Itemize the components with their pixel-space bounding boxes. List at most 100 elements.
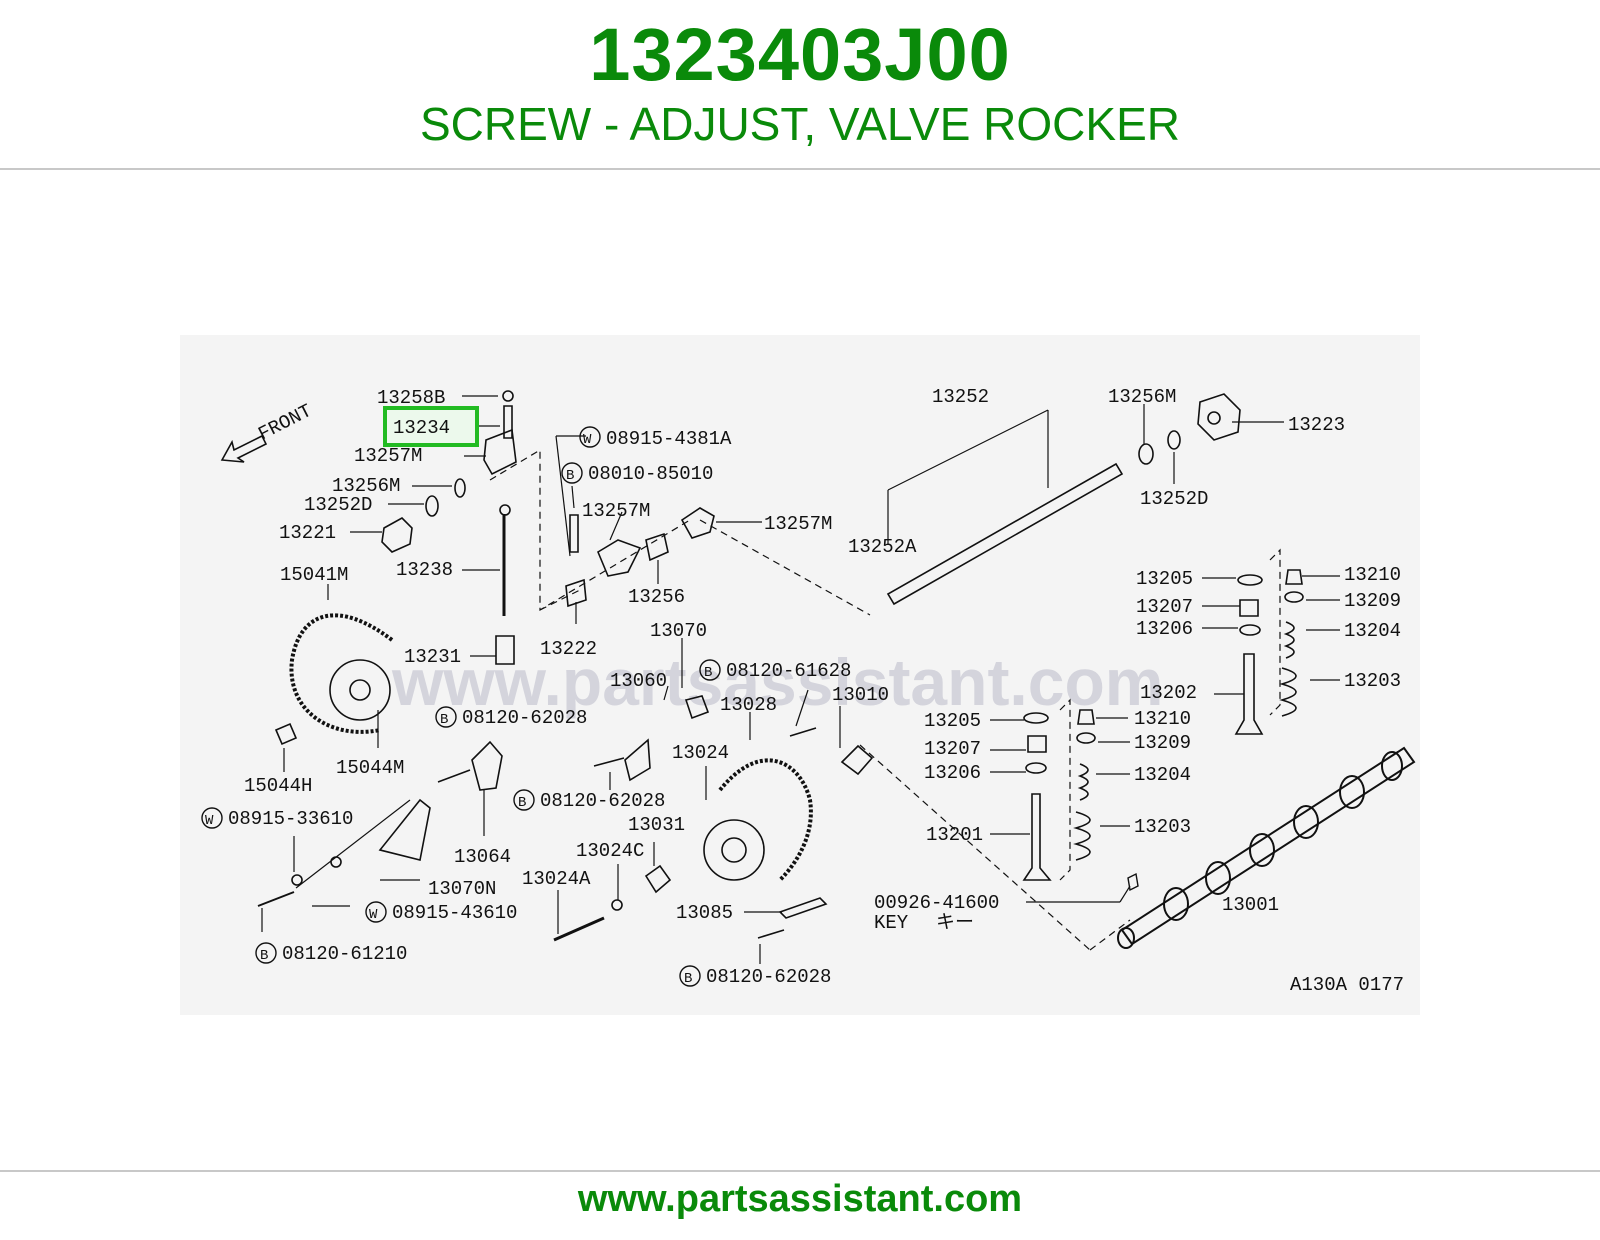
part-label-13221[interactable]: 13221 [279, 522, 336, 544]
part-label-13252[interactable]: 13252 [932, 386, 989, 408]
leader-line [295, 799, 411, 889]
washer-icon [611, 899, 623, 911]
part-label-08915-33610[interactable]: 08915-33610 [228, 808, 353, 830]
thrust-plate-icon [840, 744, 874, 776]
highlighted-part-box [383, 406, 479, 447]
outer-spring-icon [1073, 811, 1091, 861]
part-label-13238[interactable]: 13238 [396, 559, 453, 581]
part-label-13028[interactable]: 13028 [720, 694, 777, 716]
part-label-13206[interactable]: 13206 [1136, 618, 1193, 640]
part-label-15041M[interactable]: 15041M [280, 564, 348, 586]
part-label-13209[interactable]: 13209 [1134, 732, 1191, 754]
part-label-13223[interactable]: 13223 [1288, 414, 1345, 436]
part-label-13252A[interactable]: 13252A [848, 536, 917, 558]
part-label-13070[interactable]: 13070 [650, 620, 707, 642]
part-label-13210[interactable]: 13210 [1344, 564, 1401, 586]
part-label-13024[interactable]: 13024 [672, 742, 729, 764]
part-label-15044H[interactable]: 15044H [244, 775, 312, 797]
valve-stem-seal-icon [1027, 735, 1047, 753]
washer-icon [425, 495, 439, 517]
bolt-symbol-icon: B [435, 706, 457, 728]
sprocket-hub-icon [349, 679, 371, 701]
part-label-13257M[interactable]: 13257M [354, 445, 422, 467]
valve-spring-seat-icon [1025, 762, 1047, 774]
valve-collet-icon [1077, 709, 1095, 725]
part-label-08915-43610[interactable]: 08915-43610 [392, 902, 517, 924]
svg-text:B: B [704, 665, 712, 681]
part-label-13031[interactable]: 13031 [628, 814, 685, 836]
spring-washer-icon [454, 478, 466, 498]
part-label-13257M[interactable]: 13257M [764, 513, 832, 535]
part-label-13204[interactable]: 13204 [1344, 620, 1401, 642]
part-label-13231[interactable]: 13231 [404, 646, 461, 668]
part-label-13010[interactable]: 13010 [832, 684, 889, 706]
part-label-13203[interactable]: 13203 [1344, 670, 1401, 692]
part-label-08120-62028[interactable]: 08120-62028 [462, 707, 587, 729]
part-label-08120-61628[interactable]: 08120-61628 [726, 660, 851, 682]
part-label-13258B[interactable]: 13258B [377, 387, 445, 409]
timing-chain-icon [289, 613, 394, 734]
adjust-screw-icon [503, 405, 513, 439]
part-label-13024A[interactable]: 13024A [522, 868, 591, 890]
tensioner-icon [684, 695, 710, 720]
part-label-15044M[interactable]: 15044M [336, 757, 404, 779]
footer-website-link[interactable]: www.partsassistant.com [577, 1178, 1023, 1220]
bolt-symbol-icon: B [679, 965, 701, 987]
part-label-13064[interactable]: 13064 [454, 846, 511, 868]
part-label-13201[interactable]: 13201 [926, 824, 983, 846]
tensioner-icon [471, 740, 503, 791]
part-label-13070N[interactable]: 13070N [428, 878, 496, 900]
part-label-08120-61210[interactable]: 08120-61210 [282, 943, 407, 965]
part-label-13001[interactable]: 13001 [1222, 894, 1279, 916]
rocker-arm-icon [483, 428, 517, 476]
diagram-reference-code: A130A 0177 [1290, 974, 1404, 996]
camshaft-icon [1117, 746, 1416, 949]
rocker-arm-icon [680, 507, 715, 539]
washer-icon [291, 874, 303, 886]
part-label-13207[interactable]: 13207 [924, 738, 981, 760]
part-label-08120-62028[interactable]: 08120-62028 [706, 966, 831, 988]
inner-spring-icon [1077, 763, 1089, 801]
exhaust-valve-icon [1234, 653, 1264, 735]
rocker-bracket-icon [565, 578, 587, 608]
washer-symbol-icon: W [579, 426, 601, 448]
bolt-icon [789, 727, 817, 737]
part-label-13209[interactable]: 13209 [1344, 590, 1401, 612]
timing-chain-icon [718, 758, 813, 882]
push-rod-tip-icon [499, 504, 511, 516]
part-label-13207[interactable]: 13207 [1136, 596, 1193, 618]
part-label-13256M[interactable]: 13256M [332, 475, 400, 497]
chain-slack-guide-icon [778, 897, 828, 919]
part-description: SCREW - ADJUST, VALVE ROCKER [420, 98, 1180, 150]
part-label-13252D[interactable]: 13252D [1140, 488, 1208, 510]
part-label-13222[interactable]: 13222 [540, 638, 597, 660]
part-label-13203[interactable]: 13203 [1134, 816, 1191, 838]
part-label-13256[interactable]: 13256 [628, 586, 685, 608]
part-label-13234-highlighted[interactable]: 13234 [393, 417, 450, 439]
spring-icon [645, 532, 669, 562]
part-label-13256M[interactable]: 13256M [1108, 386, 1176, 408]
part-label-13257M[interactable]: 13257M [582, 500, 650, 522]
part-label-00926-41600[interactable]: 00926-41600 [874, 892, 999, 914]
washer-symbol-icon: W [201, 807, 223, 829]
part-label-13202[interactable]: 13202 [1140, 682, 1197, 704]
part-label-13085[interactable]: 13085 [676, 902, 733, 924]
part-label-13252D[interactable]: 13252D [304, 494, 372, 516]
part-label-13204[interactable]: 13204 [1134, 764, 1191, 786]
rocker-shaft-icon [886, 393, 1241, 606]
front-arrow-icon [220, 434, 268, 463]
part-label-13060[interactable]: 13060 [610, 670, 667, 692]
part-label-08010-85010[interactable]: 08010-85010 [588, 463, 713, 485]
part-label-13024C[interactable]: 13024C [576, 840, 644, 862]
part-number-title: 1323403J00 [589, 13, 1011, 96]
part-label-13205[interactable]: 13205 [924, 710, 981, 732]
part-label-08120-62028[interactable]: 08120-62028 [540, 790, 665, 812]
part-label-08915-4381A[interactable]: 08915-4381A [606, 428, 732, 450]
part-label-13206[interactable]: 13206 [924, 762, 981, 784]
sprocket-hub-icon [721, 837, 747, 863]
lock-nut-icon [502, 390, 514, 402]
part-label-13210[interactable]: 13210 [1134, 708, 1191, 730]
bolt-icon [593, 757, 625, 767]
part-label-13205[interactable]: 13205 [1136, 568, 1193, 590]
